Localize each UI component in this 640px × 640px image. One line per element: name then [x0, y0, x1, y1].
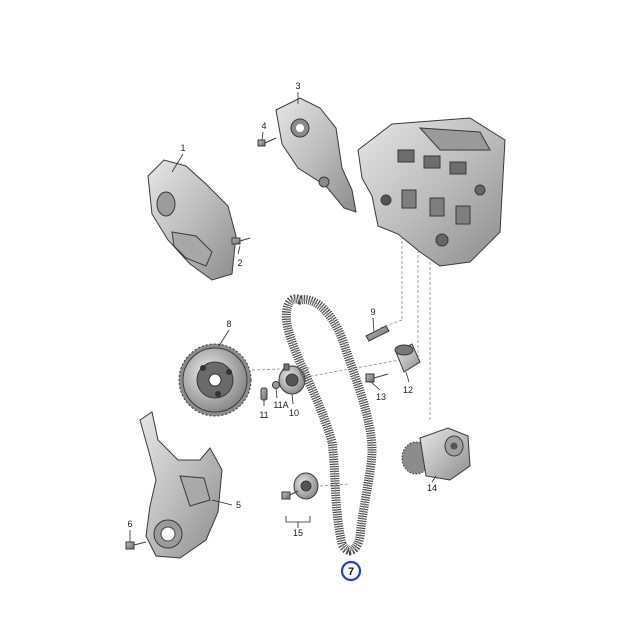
bolt-6: [125, 541, 147, 550]
callout-8: 8: [226, 319, 231, 329]
callout-12: 12: [403, 385, 413, 395]
callout-9: 9: [370, 307, 375, 317]
highlight-ring: [340, 560, 362, 582]
callout-15: 15: [293, 528, 303, 538]
callout-11: 11: [259, 410, 268, 420]
callout-11a: 11A: [273, 400, 288, 410]
idler-15: [281, 472, 319, 500]
callout-labels: 1 2 3 4 5 6 8 9 10 11 11A 12 13 14 15: [127, 81, 437, 538]
callout-3: 3: [295, 81, 300, 91]
leader-lines: [129, 92, 437, 557]
bushing-12: [394, 343, 421, 373]
timing-belt: [281, 294, 377, 555]
callout-5: 5: [236, 500, 241, 510]
lower-timing-cover: [139, 411, 223, 559]
callout-4: 4: [261, 121, 266, 131]
rear-cover-plate: [275, 97, 357, 213]
callout-7: 7: [348, 566, 354, 578]
bolt-4: [257, 137, 277, 147]
engine-block: [357, 117, 506, 267]
callout-2: 2: [237, 258, 242, 268]
water-pump-14: [401, 427, 471, 481]
bolt-11: [260, 387, 268, 401]
bolt-13: [365, 373, 389, 383]
callout-14: 14: [427, 483, 437, 493]
callout-1: 1: [180, 143, 185, 153]
washer-11a: [272, 381, 280, 389]
tensioner-10: [278, 363, 306, 395]
camshaft-sprocket: [178, 343, 252, 417]
upper-timing-cover: [147, 159, 237, 281]
callout-6: 6: [127, 519, 132, 529]
callout-13: 13: [376, 392, 386, 402]
stud-9: [365, 325, 390, 342]
screw-2: [231, 237, 251, 245]
callout-10: 10: [289, 408, 299, 418]
callout-7-highlight: 7: [340, 560, 362, 582]
